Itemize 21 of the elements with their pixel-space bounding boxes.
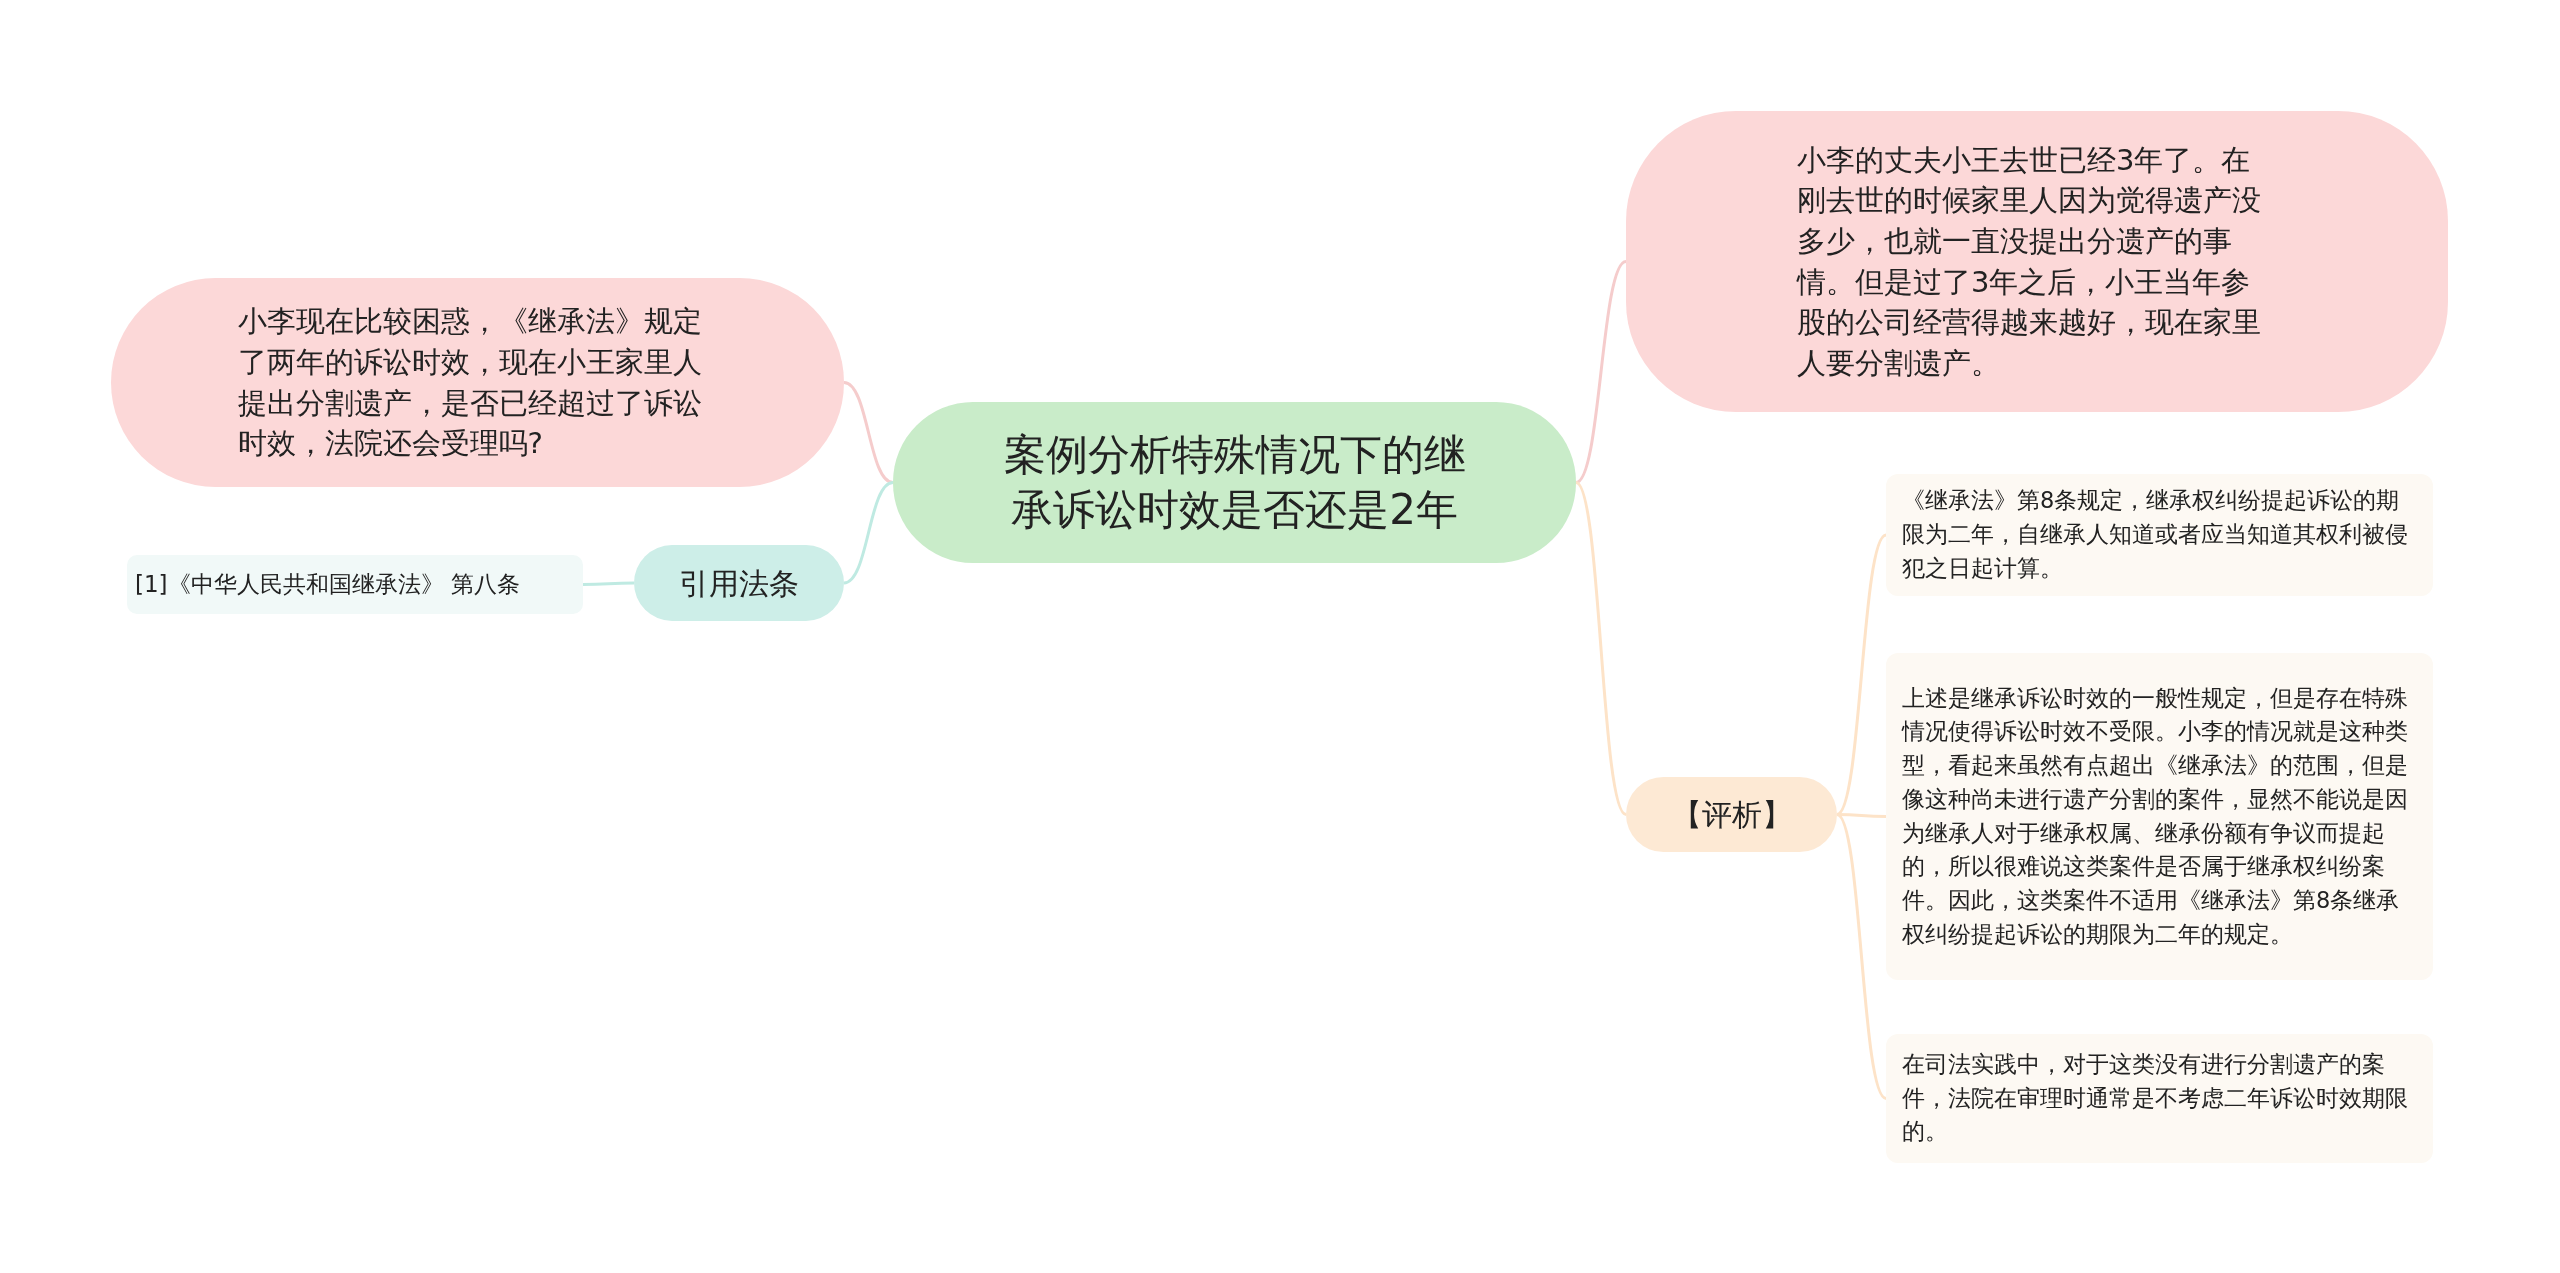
connector-line [1835,533,1888,816]
subtopic-text: 引用法条 [678,564,800,603]
topic-text: 小李现在比较困惑，《继承法》规定了两年的诉讼时效，现在小王家里人提出分割遗产，是否已经超过了诉讼时效，法院还会受理吗? [237,303,703,463]
reference-card [127,555,583,614]
note-text: 上述是继承诉讼时效的一般性规定，但是存在特殊情况使得诉讼时效不受限。小李的情况就是这种类型，看起来虽然有点超出《继承法》的范围，但是像这种尚未进行遗产分割的案件，显然不能说是因为继承人对于继承权属、继承份额有争议而提起的，所以很难说这类案件是否属于继承权纠纷案件。因此，这类案件不适用《继承法》第8条继承权纠纷提起诉讼的期限为二年的规定。 [1902,683,2409,949]
subtopic-text: 【评析】 [1670,796,1793,834]
connector-line [1835,813,1888,1100]
connector-line [583,581,634,586]
note-card [1886,474,2433,596]
connector-line [1837,813,1886,818]
note-text: 《继承法》第8条规定，继承权纠纷提起诉讼的期限为二年，自继承人知道或者应当知道其权利被侵犯之日起计算。 [1902,486,2409,583]
note-card [1886,1034,2433,1163]
connector-line [1574,481,1628,816]
note-card [1886,653,2433,980]
topic-text: 案例分析特殊情况下的继承诉讼时效是否还是2年 [1002,428,1467,536]
reference-text: [1]《中华人民共和国继承法》 第八条 [135,569,521,599]
connector-line [843,381,894,484]
connector-line [1575,260,1627,484]
note-text: 在司法实践中，对于这类没有进行分割遗产的案件，法院在审理时通常是不考虑二年诉讼时效期限的。 [1902,1049,2409,1147]
topic-text: 小李的丈夫小王去世已经3年了。在刚去世的时候家里人因为觉得遗产没多少，也就一直没提出分遗产的事情。但是过了3年之后，小王当年参股的公司经营得越来越好，现在家里人要分割遗产。 [1797,141,2262,382]
connector-line [843,481,894,585]
